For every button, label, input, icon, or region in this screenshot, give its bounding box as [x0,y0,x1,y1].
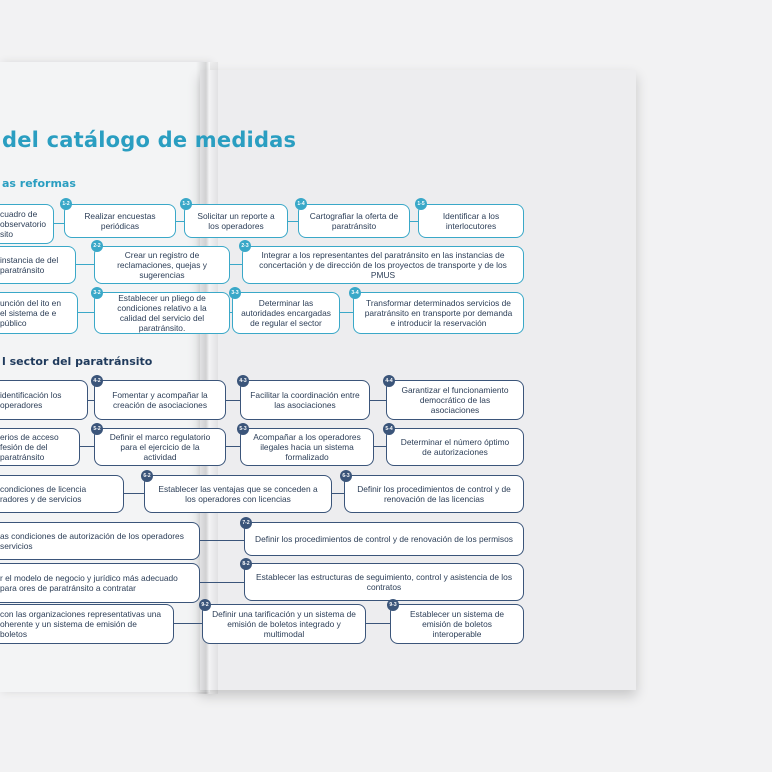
measure-box-1-5: Identificar a los interlocutores [418,204,524,238]
measure-box-4-3: Facilitar la coordinación entre las asoc… [240,380,370,420]
connector [124,493,144,495]
measure-box-1-4: Cartografiar la oferta de paratránsito [298,204,410,238]
connector [230,312,232,314]
connector [226,446,240,448]
connector [332,493,344,495]
connector [370,400,386,402]
measure-box-7-1: as condiciones de autorización de los op… [0,522,200,560]
connector [288,221,298,223]
measure-box-5-1: erios de acceso fesión de del paratránsi… [0,428,80,466]
connector [76,264,94,266]
measure-badge-9-2: 9-2 [199,599,211,611]
measure-box-5-2: Definir el marco regulatorio para el eje… [94,428,226,466]
measure-box-3-4: Transformar determinados servicios de pa… [353,292,524,334]
measure-box-3-2: Establecer un pliego de condiciones rela… [94,292,230,334]
connector [54,223,64,225]
connector [200,582,244,584]
measure-box-2-1: instancia de del paratránsito [0,246,76,284]
measure-box-1-1: cuadro de observatorio sito [0,204,54,244]
measure-badge-6-3: 6-3 [340,470,352,482]
measure-badge-4-4: 4-4 [383,375,395,387]
measure-badge-5-4: 5-4 [383,423,395,435]
measure-box-6-2: Establecer las ventajas que se conceden … [144,475,332,513]
connector [88,400,94,402]
measure-badge-9-3: 9-3 [387,599,399,611]
measure-badge-2-3: 2-3 [239,240,251,252]
measure-box-2-2: Crear un registro de reclamaciones, quej… [94,246,230,284]
measure-badge-4-3: 4-3 [237,375,249,387]
measure-badge-4-2: 4-2 [91,375,103,387]
measure-box-9-3: Establecer un sistema de emisión de bole… [390,604,524,644]
measure-box-2-3: Integrar a los representantes del paratr… [242,246,524,284]
connector [80,446,94,448]
connector [176,221,184,223]
measure-box-9-1: con las organizaciones representativas u… [0,604,174,644]
connector [340,312,353,314]
measure-badge-1-4: 1-4 [295,198,307,210]
page-title: del catálogo de medidas [2,128,297,152]
connector [410,221,418,223]
connector [226,400,240,402]
measure-badge-2-2: 2-2 [91,240,103,252]
measure-badge-3-2: 3-2 [91,287,103,299]
connector [374,446,386,448]
measure-box-1-2: Realizar encuestas periódicas [64,204,176,238]
measure-badge-1-2: 1-2 [60,198,72,210]
measure-badge-1-3: 1-3 [180,198,192,210]
connector [78,312,94,314]
connector [200,540,244,542]
measure-badge-5-3: 5-3 [237,423,249,435]
measure-box-1-3: Solicitar un reporte a los operadores [184,204,288,238]
measure-badge-8-2: 8-2 [240,558,252,570]
measure-box-7-2: Definir los procedimientos de control y … [244,522,524,556]
measure-badge-3-4: 3-4 [349,287,361,299]
measure-box-3-1: unción del ito en el sistema de e públic… [0,292,78,334]
section-heading-reformas: as reformas [2,177,76,190]
connector [174,623,202,625]
measure-badge-1-5: 1-5 [415,198,427,210]
measure-box-9-2: Definir una tarificación y un sistema de… [202,604,366,644]
measure-box-8-2: Establecer las estructuras de seguimient… [244,563,524,601]
measure-badge-3-3: 3-3 [229,287,241,299]
measure-badge-5-2: 5-2 [91,423,103,435]
measure-box-4-1: identificación los operadores [0,380,88,420]
section-heading-sector: l sector del paratránsito [2,355,153,368]
measure-badge-6-2: 6-2 [141,470,153,482]
measure-box-5-3: Acompañar a los operadores ilegales haci… [240,428,374,466]
measure-box-6-3: Definir los procedimientos de control y … [344,475,524,513]
measure-box-3-3: Determinar las autoridades encargadas de… [232,292,340,334]
measure-box-6-1: condiciones de licencia radores y de ser… [0,475,124,513]
connector [230,264,242,266]
measure-box-4-4: Garantizar el funcionamiento democrático… [386,380,524,420]
connector [366,623,390,625]
measure-box-8-1: r el modelo de negocio y jurídico más ad… [0,563,200,603]
measure-badge-7-2: 7-2 [240,517,252,529]
measure-box-4-2: Fomentar y acompañar la creación de asoc… [94,380,226,420]
measure-box-5-4: Determinar el número óptimo de autorizac… [386,428,524,466]
